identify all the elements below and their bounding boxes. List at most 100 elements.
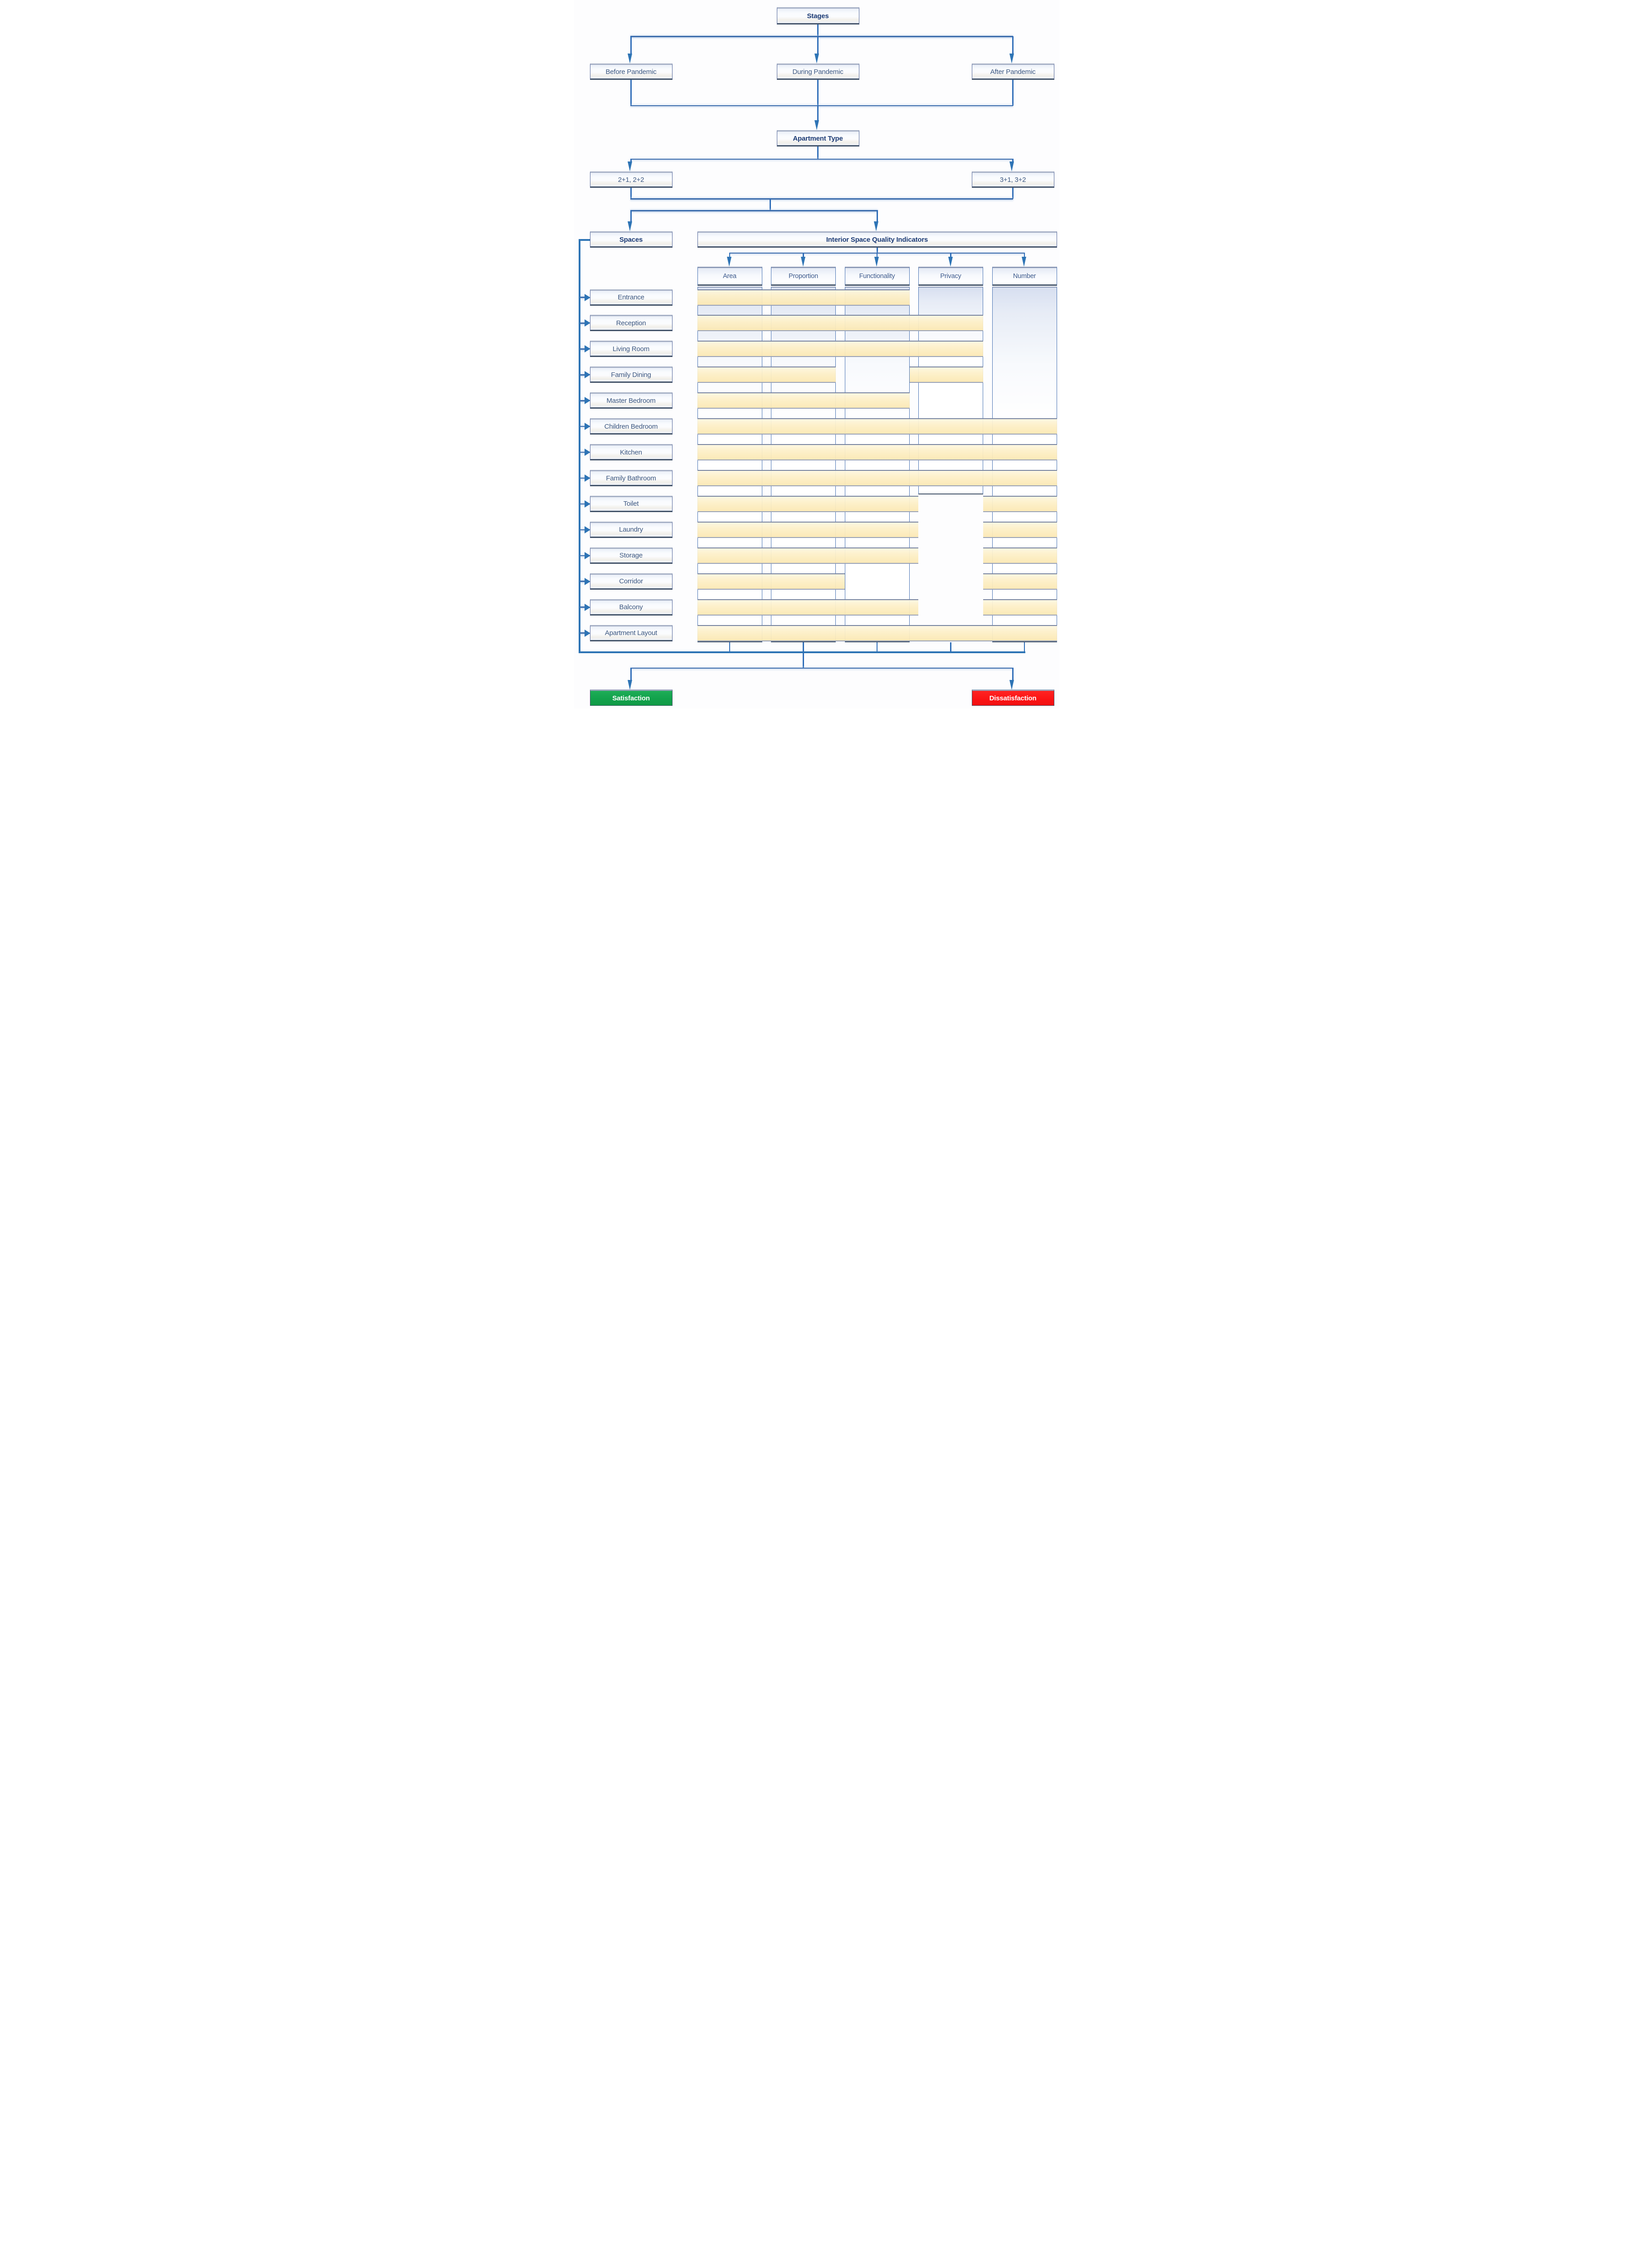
space-box: Family Bathroom: [590, 470, 673, 486]
stage-box: Before Pandemic: [590, 64, 673, 80]
arrowhead-right-icon: [584, 629, 590, 637]
connector-vline: [817, 80, 819, 106]
coverage-bar: [697, 418, 1057, 435]
connector-vline: [1012, 159, 1014, 162]
coverage-bar: [697, 599, 918, 616]
spaces-rail-link: [578, 239, 590, 241]
type-branch-line: [630, 158, 1013, 160]
connector-vline: [817, 24, 819, 37]
indicator-header-privacy: Privacy: [918, 267, 983, 286]
space-arrow-stem: [579, 477, 585, 479]
apartment-type-box: Apartment Type: [776, 130, 859, 147]
arrowhead-right-icon: [584, 526, 590, 533]
connector-vline: [1012, 668, 1014, 680]
arrowhead-down-icon: [814, 120, 819, 130]
column-bottom-drop: [876, 642, 878, 652]
connector-vline: [876, 253, 878, 257]
coverage-bar: [697, 625, 1057, 641]
stage-box: After Pandemic: [971, 64, 1054, 80]
connector-vline: [630, 80, 632, 106]
space-arrow-stem: [579, 297, 585, 298]
arrowhead-right-icon: [584, 577, 590, 585]
connector-vline: [1012, 36, 1014, 54]
connector-vline: [630, 188, 632, 199]
coverage-bar: [697, 367, 836, 383]
spaces-indicators-branch-line: [630, 210, 877, 211]
space-box: Laundry: [590, 521, 673, 538]
arrowhead-right-icon: [584, 423, 590, 430]
space-box: Kitchen: [590, 444, 673, 461]
arrowhead-down-icon: [628, 221, 633, 231]
space-box: Master Bedroom: [590, 392, 673, 409]
dissatisfaction-box: Dissatisfaction: [971, 689, 1054, 706]
arrowhead-right-icon: [584, 603, 590, 611]
arrowhead-down-icon: [814, 54, 819, 64]
arrowhead-down-icon: [628, 161, 633, 171]
spaces-box: Spaces: [590, 231, 673, 248]
apartment-type-option-box: 3+1, 3+2: [971, 171, 1054, 188]
connector-vline: [630, 210, 632, 222]
stage-box: During Pandemic: [776, 64, 859, 80]
coverage-bar: [983, 599, 1057, 616]
space-box: Reception: [590, 315, 673, 332]
bus-step-line: [803, 653, 804, 668]
coverage-bar: [983, 547, 1057, 564]
coverage-bar: [697, 444, 1057, 461]
space-box: Storage: [590, 547, 673, 564]
space-arrow-stem: [579, 451, 585, 453]
left-rail-line: [578, 239, 580, 652]
connector-vline: [877, 248, 878, 253]
type-merge-line: [630, 198, 1013, 200]
connector-vline: [950, 253, 951, 257]
arrowhead-right-icon: [584, 449, 590, 456]
space-arrow-stem: [579, 581, 585, 582]
space-arrow-stem: [579, 503, 585, 505]
arrowhead-down-icon: [1009, 54, 1014, 64]
connector-vline: [1024, 253, 1025, 257]
arrowhead-right-icon: [584, 293, 590, 301]
column-bottom-drop: [950, 642, 951, 652]
arrowhead-down-icon: [800, 257, 805, 267]
coverage-bar: [909, 367, 983, 383]
space-box: Children Bedroom: [590, 418, 673, 435]
arrowhead-down-icon: [1009, 161, 1014, 171]
arrowhead-right-icon: [584, 552, 590, 559]
indicator-header-proportion: Proportion: [771, 267, 836, 286]
space-box: Apartment Layout: [590, 625, 673, 641]
coverage-bar: [697, 547, 918, 564]
space-box: Living Room: [590, 341, 673, 357]
arrowhead-right-icon: [584, 500, 590, 508]
space-arrow-stem: [579, 400, 585, 401]
coverage-bar: [983, 521, 1057, 538]
space-arrow-stem: [579, 555, 585, 557]
connector-vline: [877, 210, 878, 222]
coverage-bar: [983, 495, 1057, 512]
coverage-bar: [697, 392, 910, 409]
coverage-bar: [697, 470, 1057, 486]
space-box: Corridor: [590, 573, 673, 590]
connector-vline: [729, 253, 731, 257]
arrowhead-down-icon: [727, 257, 732, 267]
indicators-title-box: Interior Space Quality Indicators: [697, 231, 1057, 248]
space-box: Balcony: [590, 599, 673, 616]
indicator-header-area: Area: [697, 267, 762, 286]
connector-vline: [817, 105, 819, 121]
arrowhead-right-icon: [584, 345, 590, 353]
space-box: Toilet: [590, 495, 673, 512]
space-arrow-stem: [579, 374, 585, 376]
connector-vline: [803, 253, 804, 257]
stages-branch-line: [630, 36, 1013, 37]
stages-merge-line: [630, 105, 1013, 107]
indicator-header-number: Number: [992, 267, 1057, 286]
arrowhead-down-icon: [628, 680, 633, 690]
connector-vline: [630, 36, 632, 54]
space-arrow-stem: [579, 606, 585, 608]
space-arrow-stem: [579, 323, 585, 324]
connector-vline: [817, 36, 819, 54]
arrowhead-down-icon: [948, 257, 953, 267]
coverage-bar: [697, 573, 845, 590]
merge-step-line: [770, 198, 771, 210]
arrowhead-down-icon: [1022, 257, 1027, 267]
coverage-bar: [697, 341, 983, 357]
space-arrow-stem: [579, 529, 585, 531]
